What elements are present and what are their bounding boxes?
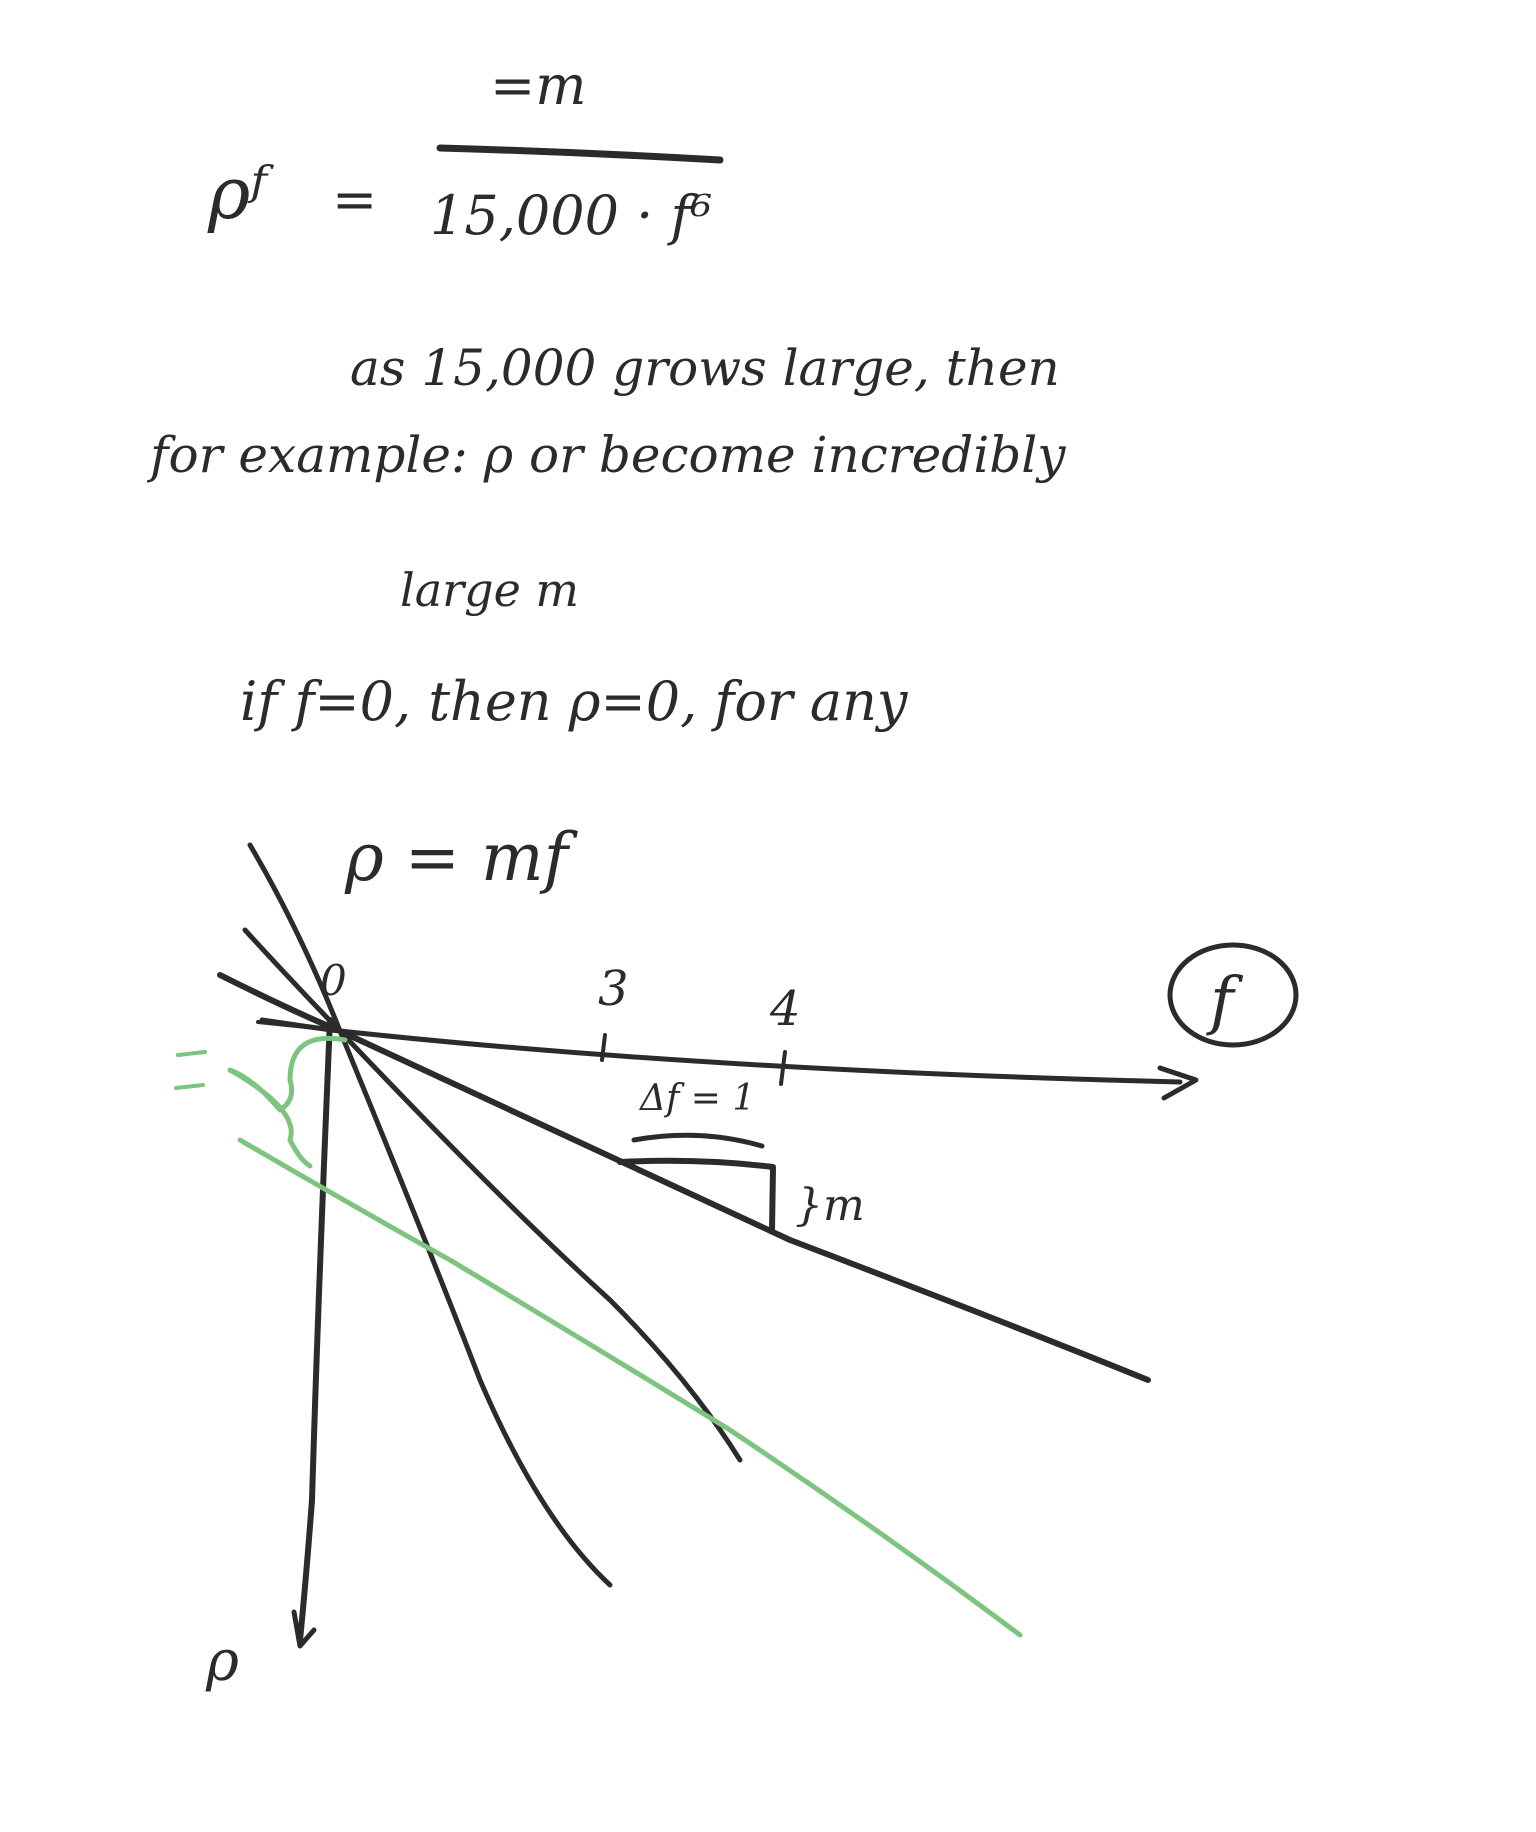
line-origin-stub <box>256 1020 337 1032</box>
rho-axis-arrowhead <box>291 1609 317 1649</box>
green-line <box>237 1137 1023 1638</box>
tick-label-3: 3 <box>598 961 629 1017</box>
note-line-2: for example: ρ or become incredibly <box>146 426 1066 484</box>
formula-rho-mf: ρ = mf <box>344 819 579 896</box>
slope-run-brace <box>631 1132 765 1149</box>
main-equation: ρᶠ = =m 15,000 · f⁶ <box>207 54 724 247</box>
slope-rise-label: }m <box>795 1180 865 1231</box>
note-line-1: as 15,000 grows large, then <box>350 339 1060 397</box>
rho-axis <box>297 1017 333 1643</box>
rho-axis-label: ρ <box>205 1629 239 1694</box>
f-axis-label: f <box>1206 964 1244 1038</box>
equation-denominator: 15,000 · f⁶ <box>430 184 712 247</box>
handwritten-notes: as 15,000 grows large, then for example:… <box>146 339 1066 896</box>
f-axis-arrowhead <box>1157 1065 1199 1101</box>
equation-numerator: =m <box>490 54 586 117</box>
note-line-3: large m <box>400 563 579 617</box>
line-shallow <box>217 972 1151 1383</box>
line-steep <box>247 842 613 1588</box>
tick-4 <box>779 1050 787 1086</box>
graph: 0 3 4 f ρ Δf = 1 }m <box>174 842 1299 1694</box>
line-medium <box>242 927 743 1463</box>
green-dash-1 <box>176 1050 207 1057</box>
tick-3 <box>600 1033 607 1062</box>
fraction-bar <box>436 144 724 164</box>
f-axis-label-circle <box>1167 942 1299 1048</box>
slope-run-line <box>617 1157 776 1233</box>
f-axis <box>259 1017 1183 1085</box>
note-line-4: if f=0, then ρ=0, for any <box>240 670 909 733</box>
equation-equals: = <box>332 168 377 231</box>
green-dash-2 <box>174 1083 205 1090</box>
equation-lhs: ρᶠ <box>207 151 274 235</box>
tick-label-4: 4 <box>769 981 801 1037</box>
slope-run-label: Δf = 1 <box>638 1078 755 1119</box>
green-curve <box>227 1035 348 1169</box>
